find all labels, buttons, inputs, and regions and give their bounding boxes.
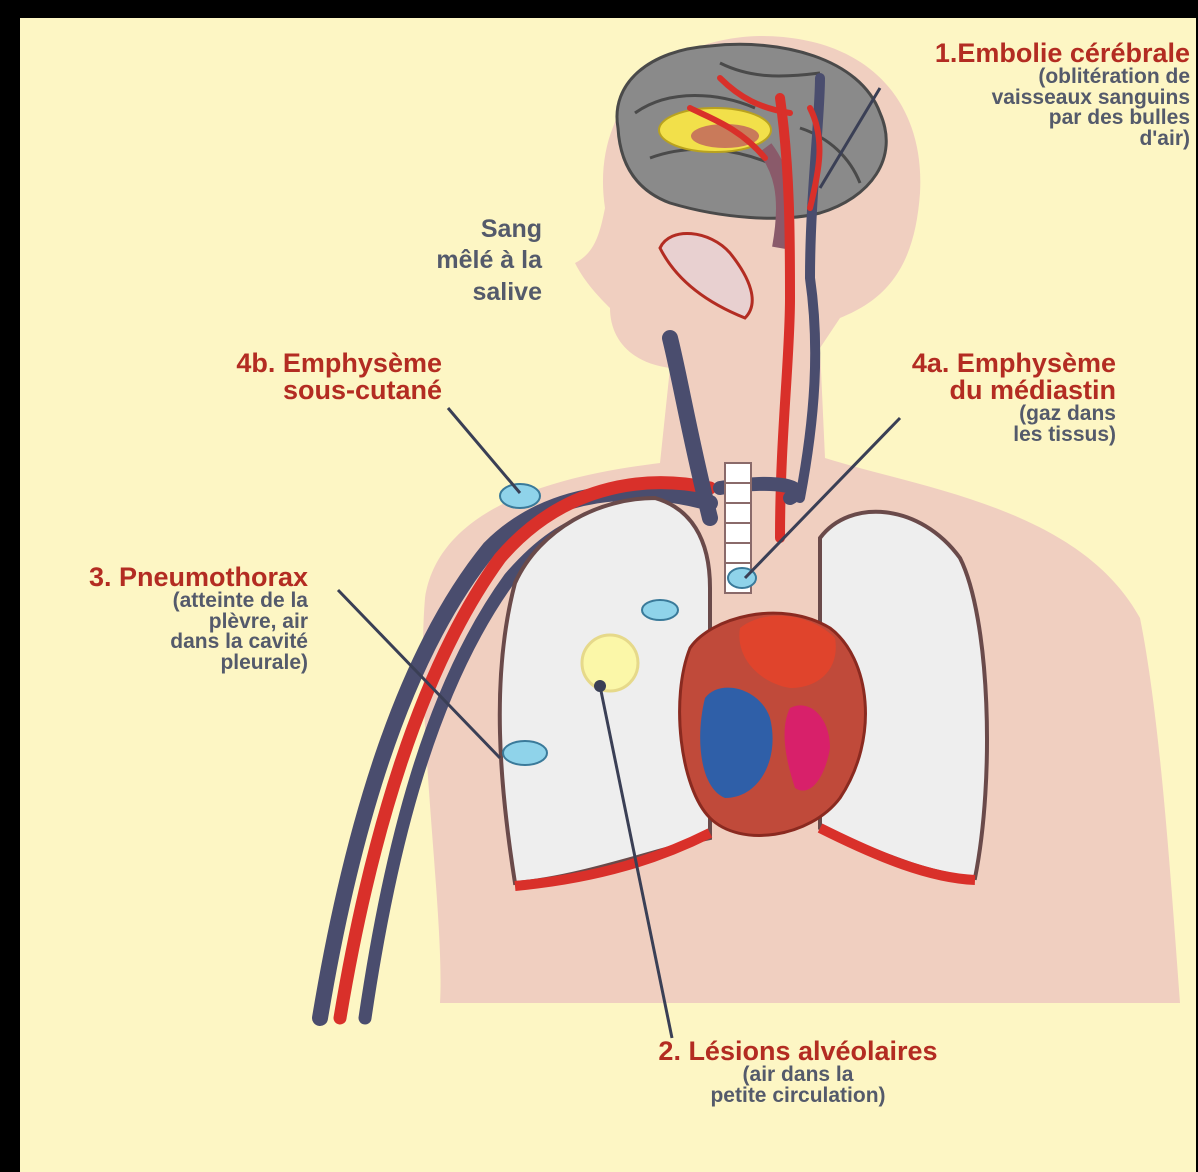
label-pneumothorax: 3. Pneumothorax (atteinte de la plèvre, … xyxy=(89,564,308,673)
embolie-line-3: par des bulles xyxy=(935,108,1190,129)
emph-med-line-2: les tissus) xyxy=(912,425,1116,446)
emph-med-line-1: (gaz dans xyxy=(912,404,1116,425)
embolie-title: 1.Embolie cérébrale xyxy=(935,40,1190,67)
pneumo-line-1: (atteinte de la xyxy=(89,591,308,612)
label-embolie-cerebrale: 1.Embolie cérébrale (oblitération de vai… xyxy=(935,40,1190,149)
label-sang-salive: Sang mêlé à la salive xyxy=(436,214,542,308)
embolie-line-1: (oblitération de xyxy=(935,67,1190,88)
heart xyxy=(680,613,866,835)
embolie-line-4: d'air) xyxy=(935,129,1190,150)
emph-sc-line-1: 4b. Emphysème xyxy=(236,350,442,377)
bubble-pneumothorax xyxy=(503,741,547,765)
label-emphyseme-sous-cutane: 4b. Emphysème sous-cutané xyxy=(236,350,442,404)
label-lesions-alveolaires: 2. Lésions alvéolaires (air dans la peti… xyxy=(618,1038,978,1106)
pneumo-line-2: plèvre, air xyxy=(89,612,308,633)
lesions-line-2: petite circulation) xyxy=(618,1086,978,1107)
sang-line-3: salive xyxy=(436,277,542,308)
pneumo-line-4: pleurale) xyxy=(89,653,308,674)
emph-sc-line-2: sous-cutané xyxy=(236,377,442,404)
bubble-subcutaneous xyxy=(500,484,540,508)
sang-line-1: Sang xyxy=(436,214,542,245)
label-emphyseme-mediastin: 4a. Emphysème du médiastin (gaz dans les… xyxy=(912,350,1116,445)
lesions-title: 2. Lésions alvéolaires xyxy=(618,1038,978,1065)
leader-emph-sc xyxy=(448,408,520,493)
emph-med-title-1: 4a. Emphysème xyxy=(912,350,1116,377)
bubble-heart xyxy=(642,600,678,620)
emph-med-title-2: du médiastin xyxy=(912,377,1116,404)
pneumo-title: 3. Pneumothorax xyxy=(89,564,308,591)
embolie-line-2: vaisseaux sanguins xyxy=(935,88,1190,109)
leader-dot xyxy=(594,680,606,692)
diagram-canvas: 1.Embolie cérébrale (oblitération de vai… xyxy=(20,18,1196,1172)
alveolar-highlight xyxy=(582,635,638,691)
lesions-line-1: (air dans la xyxy=(618,1065,978,1086)
sang-line-2: mêlé à la xyxy=(436,245,542,276)
pneumo-line-3: dans la cavité xyxy=(89,632,308,653)
